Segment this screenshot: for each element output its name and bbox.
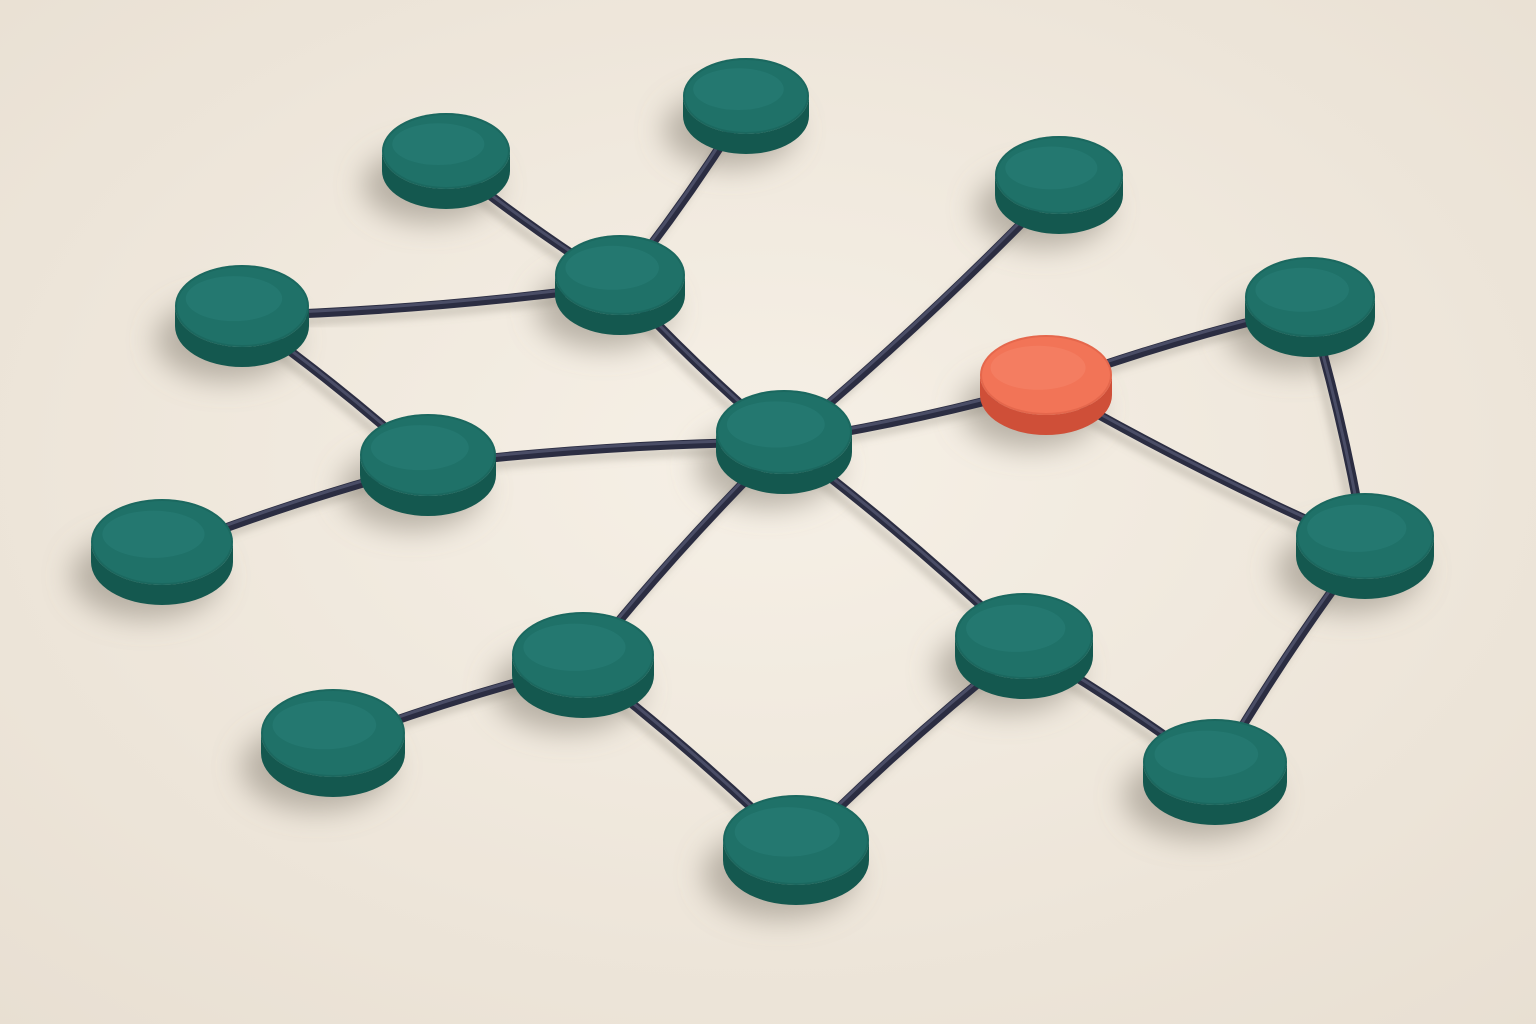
node-n5 <box>995 136 1123 234</box>
node-side-n2 <box>683 96 809 154</box>
node-rim-n11 <box>1296 493 1434 579</box>
node-n13 <box>955 593 1093 699</box>
node-highlight-n4 <box>185 276 283 322</box>
node-highlight-n3 <box>565 245 659 290</box>
node-rim-n9 <box>91 499 233 585</box>
node-side-n7 <box>716 432 852 494</box>
node-top-n12 <box>512 612 654 698</box>
node-highlight-n8 <box>990 345 1086 390</box>
node-n2 <box>683 58 809 154</box>
node-top-n11 <box>1296 493 1434 579</box>
node-highlight-n16 <box>1154 730 1259 778</box>
node-top-n3 <box>555 235 685 315</box>
node-rim-n13 <box>955 593 1093 679</box>
node-top-n13 <box>955 593 1093 679</box>
node-side-n5 <box>995 175 1123 234</box>
node-n1 <box>382 113 510 209</box>
node-rim-n1 <box>382 113 510 189</box>
node-rim-n12 <box>512 612 654 698</box>
node-rim-n6 <box>360 414 496 496</box>
node-highlight-n9 <box>102 510 205 558</box>
node-n11 <box>1296 493 1434 599</box>
node-rim-n3 <box>555 235 685 315</box>
node-n15 <box>723 795 869 905</box>
node-side-n10 <box>1245 297 1375 357</box>
node-top-n7 <box>716 390 852 474</box>
node-side-n8 <box>980 375 1112 435</box>
node-side-n11 <box>1296 536 1434 599</box>
node-rim-n14 <box>261 689 405 777</box>
node-side-n6 <box>360 455 496 516</box>
node-side-n9 <box>91 542 233 605</box>
node-rim-n16 <box>1143 719 1287 805</box>
node-highlight-n11 <box>1307 504 1407 552</box>
node-n16 <box>1143 719 1287 825</box>
node-n4 <box>175 265 309 367</box>
node-top-n8 <box>980 335 1112 415</box>
node-top-n1 <box>382 113 510 189</box>
node-highlight-n5 <box>1005 146 1098 190</box>
node-top-n14 <box>261 689 405 777</box>
highlighted-node-n8 <box>980 335 1112 435</box>
node-highlight-n7 <box>726 401 825 448</box>
node-rim-n15 <box>723 795 869 885</box>
node-rim-n2 <box>683 58 809 134</box>
node-top-n9 <box>91 499 233 585</box>
node-highlight-n1 <box>392 123 485 166</box>
node-side-n15 <box>723 840 869 905</box>
node-top-n15 <box>723 795 869 885</box>
node-highlight-n14 <box>272 700 377 750</box>
node-top-n16 <box>1143 719 1287 805</box>
node-highlight-n2 <box>693 68 784 111</box>
node-n12 <box>512 612 654 718</box>
node-n9 <box>91 499 233 605</box>
node-side-n14 <box>261 733 405 797</box>
node-rim-n4 <box>175 265 309 347</box>
node-rim-n5 <box>995 136 1123 214</box>
node-highlight-n13 <box>966 604 1066 652</box>
node-side-n12 <box>512 655 654 718</box>
node-rim-n8 <box>980 335 1112 415</box>
node-side-n3 <box>555 275 685 335</box>
node-n10 <box>1245 257 1375 357</box>
node-n14 <box>261 689 405 797</box>
node-n3 <box>555 235 685 335</box>
node-n6 <box>360 414 496 516</box>
node-side-n1 <box>382 151 510 209</box>
node-highlight-n15 <box>734 807 840 857</box>
node-highlight-n10 <box>1255 267 1349 312</box>
node-top-n2 <box>683 58 809 134</box>
node-highlight-n12 <box>523 623 626 671</box>
node-top-n5 <box>995 136 1123 214</box>
node-top-n10 <box>1245 257 1375 337</box>
node-side-n13 <box>955 636 1093 699</box>
node-rim-n10 <box>1245 257 1375 337</box>
node-side-n4 <box>175 306 309 367</box>
node-top-n6 <box>360 414 496 496</box>
node-highlight-n6 <box>370 425 469 471</box>
node-rim-n7 <box>716 390 852 474</box>
node-n7 <box>716 390 852 494</box>
node-top-n4 <box>175 265 309 347</box>
node-layer <box>91 58 1434 905</box>
node-side-n16 <box>1143 762 1287 825</box>
